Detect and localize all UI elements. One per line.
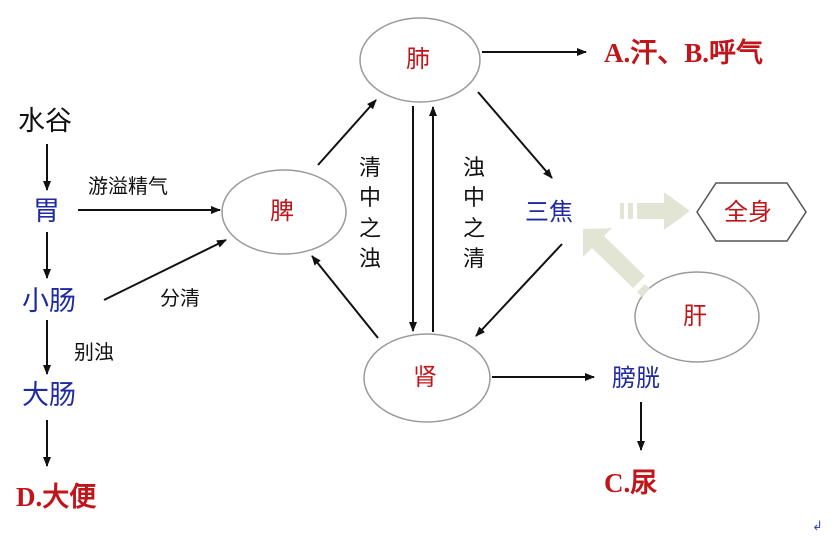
food-label: 水谷 [18, 106, 72, 137]
lung-output-label: A.汗、B.呼气 [604, 38, 764, 68]
bladder-output-label: C.尿 [604, 468, 658, 498]
arrow-sanjiao-to-kidney [475, 243, 563, 337]
whole-body-hexagon [696, 182, 807, 242]
large-intestine-output-label: D.大便 [16, 482, 97, 512]
small-intestine-label: 小肠 [22, 286, 76, 317]
arrow-lung-to-sanjiao [477, 91, 553, 179]
spleen-label: 脾 [270, 197, 294, 225]
lung-node [359, 17, 481, 103]
liver-node [634, 271, 760, 363]
turbid-within-clear-label: 浊 中 之 清 [462, 156, 485, 273]
arrow-spleen-to-lung [317, 99, 377, 166]
liver-to-sanjiao-wide-arrow [583, 228, 650, 297]
clear-within-turbid-label: 清 中 之 浊 [358, 156, 381, 273]
arrow-kidney-to-spleen [311, 255, 379, 339]
return-mark-icon: ↲ [812, 519, 823, 534]
kidney-label: 肾 [413, 363, 437, 391]
spleen-node [221, 169, 347, 255]
separate-turbid-label: 别浊 [74, 340, 114, 364]
liver-label: 肝 [683, 302, 707, 330]
lung-label: 肺 [406, 45, 430, 73]
large-intestine-label: 大肠 [22, 380, 76, 411]
sanjiao-label: 三焦 [525, 198, 573, 226]
sanjiao-to-body-wide-arrow [620, 192, 690, 230]
stomach-label: 胃 [33, 196, 60, 227]
whole-body-label: 全身 [724, 198, 772, 226]
separate-clear-label: 分清 [160, 286, 200, 310]
bladder-label: 膀胱 [612, 364, 660, 392]
arrow-small-intestine-to-spleen [103, 239, 227, 301]
essence-overflow-label: 游溢精气 [88, 174, 168, 198]
kidney-node [363, 333, 491, 423]
